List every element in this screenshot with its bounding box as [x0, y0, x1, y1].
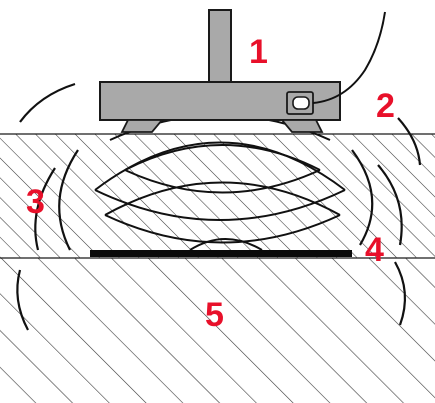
wave-arc-right-mid	[377, 164, 403, 246]
wave-arc-left-mid	[34, 167, 56, 251]
wave-front-6	[104, 214, 341, 244]
reflector-bar	[90, 250, 352, 257]
wave-front-8	[189, 238, 263, 251]
callout-3: 3	[26, 183, 45, 221]
callout-1: 1	[249, 33, 268, 71]
probe-cable	[312, 11, 386, 104]
probe-foot-left	[120, 119, 164, 133]
cable-connector-icon	[286, 91, 314, 115]
callout-5: 5	[205, 296, 224, 334]
wave-arc-left-outer	[58, 149, 79, 251]
outer-wave-arcs	[16, 82, 422, 331]
coating-layer	[0, 134, 435, 258]
connector-plug	[292, 96, 310, 110]
wave-arc-right-lower	[394, 261, 407, 326]
wave-arc-right-upper	[397, 117, 422, 166]
probe-shaft	[208, 9, 232, 85]
wave-arc-left-lower	[16, 269, 29, 331]
wave-arc-right-outer	[351, 149, 374, 246]
wave-front-5	[104, 181, 341, 216]
callout-4: 4	[365, 231, 384, 269]
probe-foot-right	[280, 119, 324, 133]
wave-arc-left-upper	[19, 82, 76, 123]
substrate-layer	[0, 258, 435, 403]
callout-2: 2	[376, 87, 395, 125]
wave-front-3	[124, 144, 321, 171]
wave-front-4	[124, 169, 321, 194]
